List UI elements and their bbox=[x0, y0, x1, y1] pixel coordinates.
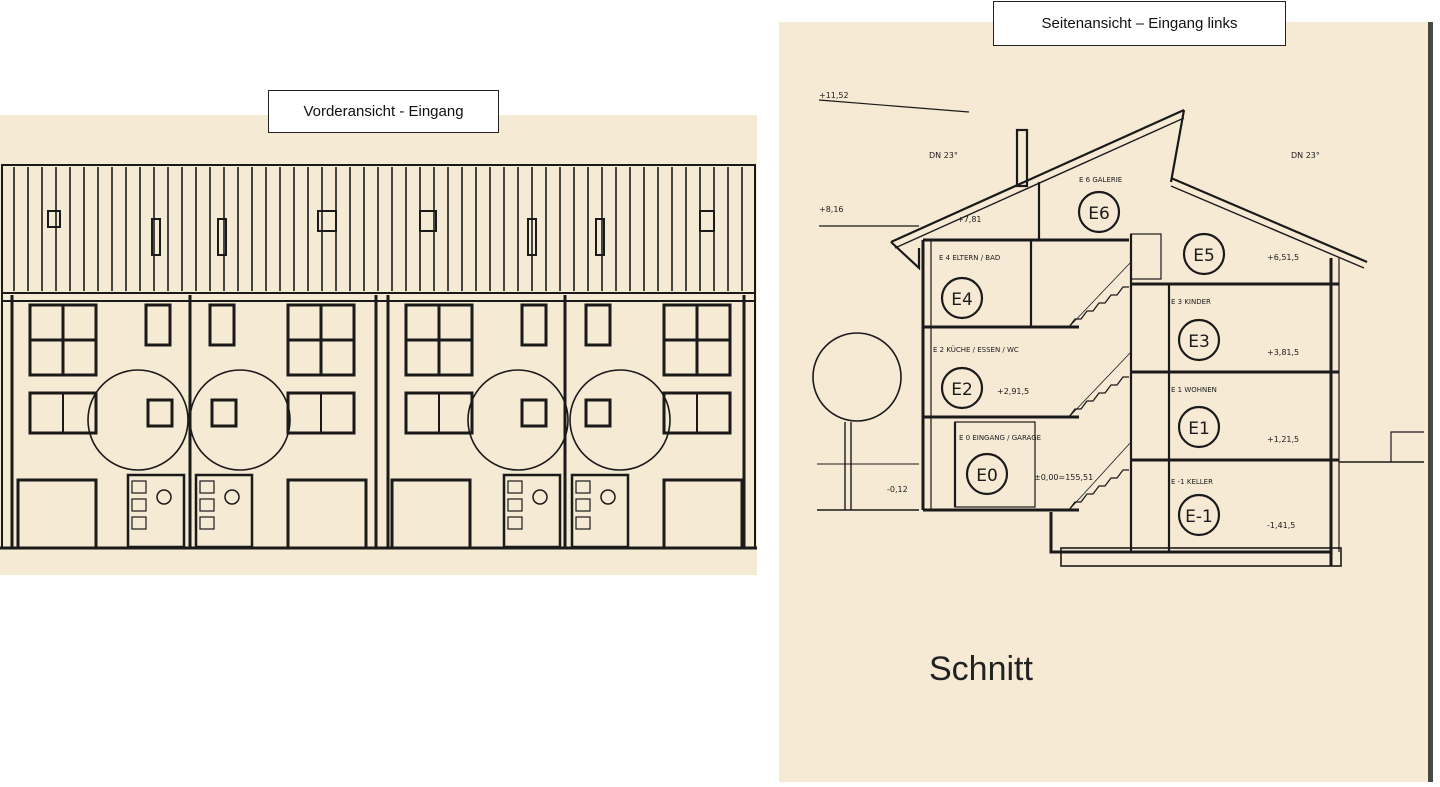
garage-door bbox=[662, 478, 744, 550]
elevation-mark: +6,51,5 bbox=[1267, 253, 1299, 262]
level-circle-E3 bbox=[1177, 318, 1221, 362]
level-circle-E1 bbox=[1177, 405, 1221, 449]
window-square bbox=[584, 398, 612, 428]
window-small bbox=[520, 303, 548, 347]
roof-window bbox=[699, 210, 715, 232]
level-circle-E-1 bbox=[1177, 493, 1221, 537]
level-id: E3 bbox=[1188, 332, 1210, 352]
roof-window bbox=[419, 210, 437, 232]
level-id: E2 bbox=[951, 380, 973, 400]
level-circle-E2 bbox=[940, 366, 984, 410]
elevation-mark: +1,21,5 bbox=[1267, 435, 1299, 444]
level-circle-E0 bbox=[965, 452, 1009, 496]
elevation-mark: +2,91,5 bbox=[997, 387, 1029, 396]
elevation-mark: +3,81,5 bbox=[1267, 348, 1299, 357]
level-circle-E4 bbox=[940, 276, 984, 320]
tree bbox=[189, 369, 291, 471]
roof-window bbox=[151, 218, 161, 256]
scan-edge bbox=[1428, 22, 1433, 782]
level-circle-E6 bbox=[1077, 190, 1121, 234]
level-markers bbox=[940, 190, 1226, 537]
front-elevation-drawing bbox=[0, 115, 757, 575]
level-id: E-1 bbox=[1185, 507, 1213, 527]
annotation-roof-pitch-right: DN 23° bbox=[1291, 151, 1320, 160]
room-label: E 2 KÜCHE / ESSEN / WC bbox=[933, 345, 1019, 354]
window-square bbox=[210, 398, 238, 428]
window-square bbox=[146, 398, 174, 428]
tree bbox=[87, 369, 189, 471]
annotation-ground-level: -0,12 bbox=[887, 485, 908, 494]
elevation-mark: ±0,00=155,51 bbox=[1034, 473, 1093, 482]
level-id: E5 bbox=[1193, 246, 1215, 266]
roof-window bbox=[527, 218, 537, 256]
annotation-eave-level: +7,81 bbox=[957, 215, 982, 224]
room-label: E 4 ELTERN / BAD bbox=[939, 254, 1000, 262]
front-view-caption-text: Vorderansicht - Eingang bbox=[303, 103, 464, 120]
section-drawing: E4 E2 E0 E-1 E1 E3 E5 E6 E 4 ELTERN / BA… bbox=[779, 22, 1431, 782]
room-label: E 6 GALERIE bbox=[1079, 176, 1122, 184]
level-labels: E4 E2 E0 E-1 E1 E3 E5 E6 E 4 ELTERN / BA… bbox=[819, 91, 1320, 530]
side-view-caption: Seitenansicht – Eingang links bbox=[993, 1, 1286, 46]
chimney bbox=[1015, 128, 1029, 188]
garage-door bbox=[390, 478, 472, 550]
garage-door bbox=[286, 478, 368, 550]
facade-body bbox=[0, 210, 757, 550]
room-label: E 0 EINGANG / GARAGE bbox=[959, 434, 1041, 442]
annotation-left-height: +8,16 bbox=[819, 205, 844, 214]
level-id: E4 bbox=[951, 290, 973, 310]
level-id: E0 bbox=[976, 466, 998, 486]
roof-window bbox=[317, 210, 337, 232]
level-circle-E5 bbox=[1182, 232, 1226, 276]
room-label: E 1 WOHNEN bbox=[1171, 386, 1217, 394]
level-id: E1 bbox=[1188, 419, 1210, 439]
roof-window bbox=[47, 210, 61, 228]
garage-door bbox=[16, 478, 98, 550]
window-small bbox=[584, 303, 612, 347]
roof-right-slope bbox=[1170, 176, 1368, 264]
annotation-top-height: +11,52 bbox=[819, 91, 849, 100]
window-small bbox=[208, 303, 236, 347]
level-id: E6 bbox=[1088, 204, 1110, 224]
tree bbox=[569, 369, 671, 471]
facade bbox=[1, 292, 756, 549]
side-view-caption-text: Seitenansicht – Eingang links bbox=[1041, 15, 1238, 32]
section-title: Schnitt bbox=[929, 650, 1033, 688]
elevation-mark: -1,41,5 bbox=[1267, 521, 1295, 530]
section-svg: E4 E2 E0 E-1 E1 E3 E5 E6 E 4 ELTERN / BA… bbox=[812, 91, 1424, 567]
tree bbox=[467, 369, 569, 471]
room-label: E -1 KELLER bbox=[1171, 478, 1213, 486]
front-view-caption: Vorderansicht - Eingang bbox=[268, 90, 499, 133]
roof-window bbox=[217, 218, 227, 256]
roof-seam-lines bbox=[13, 167, 743, 291]
window-square bbox=[520, 398, 548, 428]
room-label: E 3 KINDER bbox=[1171, 298, 1211, 306]
roof-left-slope bbox=[890, 108, 1185, 244]
front-elevation-svg bbox=[0, 164, 757, 550]
roof-window bbox=[595, 218, 605, 256]
annotation-roof-pitch-left: DN 23° bbox=[929, 151, 958, 160]
tree-crown bbox=[812, 332, 902, 422]
window-small bbox=[144, 303, 172, 347]
